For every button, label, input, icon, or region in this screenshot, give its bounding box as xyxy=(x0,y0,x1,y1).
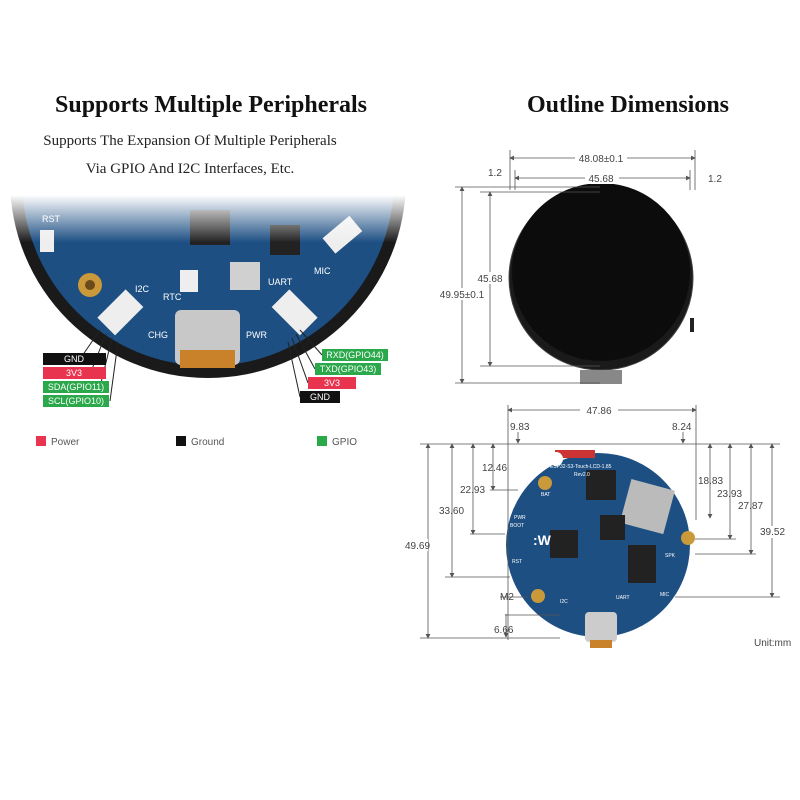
label-uart: UART xyxy=(268,277,293,287)
label-i2c: I2C xyxy=(560,599,568,605)
label-pwr: PWR xyxy=(514,515,526,521)
dim-left: 12.46 xyxy=(482,463,507,474)
dim-height-total: 49.95±0.1 xyxy=(440,290,485,301)
pin-label: GND xyxy=(64,354,85,364)
label-rtc: RTC xyxy=(163,292,182,302)
dim-right: 27.87 xyxy=(738,501,763,512)
label-spk: SPK xyxy=(665,553,676,559)
left-subtitle-1: Supports The Expansion Of Multiple Perip… xyxy=(43,133,337,149)
legend: Power Ground GPIO xyxy=(36,436,357,448)
bottom-view: :W ESP32-S3-Touch-LCD-1.85 Rev2.0 PWR BO… xyxy=(404,404,791,649)
legend-swatch-power xyxy=(36,436,46,446)
pin-label: 3V3 xyxy=(66,368,82,378)
top-view: 48.08±0.1 45.68 1.2 1.2 45.68 49.95±0.1 xyxy=(438,150,722,384)
legend-swatch-gpio xyxy=(317,436,327,446)
board-rev: Rev2.0 xyxy=(574,472,590,478)
label-mic: MIC xyxy=(660,592,670,598)
pin-label: 3V3 xyxy=(324,378,340,388)
right-title: Outline Dimensions xyxy=(526,92,730,118)
pin-label: SCL(GPIO10) xyxy=(48,396,104,406)
dim-left: 6.66 xyxy=(494,625,514,636)
unit-label: Unit:mm xyxy=(754,638,791,649)
label-mic: MIC xyxy=(314,266,331,276)
logo-icon: :W xyxy=(533,532,552,548)
pin-label: GND xyxy=(310,392,331,402)
dim-left: 22.93 xyxy=(460,485,485,496)
uart-pin-labels: RXD(GPIO44) TXD(GPIO43) 3V3 GND xyxy=(300,349,388,403)
dim-margin-left: 1.2 xyxy=(488,168,502,179)
label-boot: BOOT xyxy=(510,523,524,529)
label-rst: RST xyxy=(42,214,61,224)
label-uart: UART xyxy=(616,595,630,601)
left-title: Supports Multiple Peripherals xyxy=(54,92,368,118)
dim-width-display: 45.68 xyxy=(588,174,613,185)
hole-label-m2: M2 xyxy=(500,592,514,603)
dim-left: 33.60 xyxy=(439,506,464,517)
dim-right: 39.52 xyxy=(760,527,785,538)
dim-right: 23.93 xyxy=(717,489,742,500)
dim-height-display: 45.68 xyxy=(477,274,502,285)
dim-left-offset: 9.83 xyxy=(510,422,530,433)
legend-ground: Ground xyxy=(191,437,224,448)
legend-swatch-ground xyxy=(176,436,186,446)
dim-width: 47.86 xyxy=(586,406,611,417)
label-rst: RST xyxy=(512,559,522,565)
dim-margin-right: 1.2 xyxy=(708,174,722,185)
dim-right: 18.83 xyxy=(698,476,723,487)
label-bat: BAT xyxy=(541,492,550,498)
dim-left: 49.69 xyxy=(405,541,430,552)
label-i2c: I2C xyxy=(135,284,150,294)
i2c-pin-labels: GND 3V3 SDA(GPIO11) SCL(GPIO10) xyxy=(43,353,109,407)
legend-gpio: GPIO xyxy=(332,437,357,448)
label-pwr: PWR xyxy=(246,330,267,340)
legend-power: Power xyxy=(51,437,80,448)
pin-label: RXD(GPIO44) xyxy=(326,350,384,360)
board-labels: RST RTC I2C UART MIC PWR CHG xyxy=(42,214,331,340)
pin-label: SDA(GPIO11) xyxy=(48,382,104,392)
dim-right-offset: 8.24 xyxy=(672,422,692,433)
dim-width-total: 48.08±0.1 xyxy=(579,154,624,165)
pin-label: TXD(GPIO43) xyxy=(320,364,377,374)
label-chg: CHG xyxy=(148,330,168,340)
board-model: ESP32-S3-Touch-LCD-1.85 xyxy=(550,464,612,470)
left-subtitle-2: Via GPIO And I2C Interfaces, Etc. xyxy=(85,161,295,177)
